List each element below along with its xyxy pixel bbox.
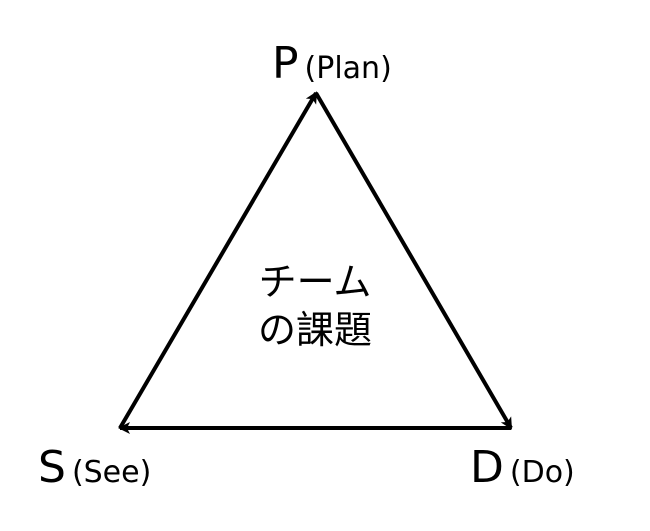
arrow-plan-to-do <box>314 91 513 430</box>
center-label-line2: の課題 <box>257 308 372 352</box>
center-label: チーム の課題 <box>230 258 400 354</box>
node-do-letter: D <box>470 442 504 493</box>
node-do-desc: (Do) <box>509 455 575 490</box>
node-plan: P(Plan) <box>272 42 392 86</box>
node-plan-letter: P <box>272 38 299 89</box>
node-do: D(Do) <box>470 446 575 490</box>
node-see-desc: (See) <box>71 455 152 490</box>
arrow-see-to-plan <box>118 91 318 430</box>
center-label-line1: チーム <box>258 260 372 304</box>
node-see-letter: S <box>38 442 66 493</box>
node-see: S(See) <box>38 446 151 490</box>
node-plan-desc: (Plan) <box>304 51 392 86</box>
